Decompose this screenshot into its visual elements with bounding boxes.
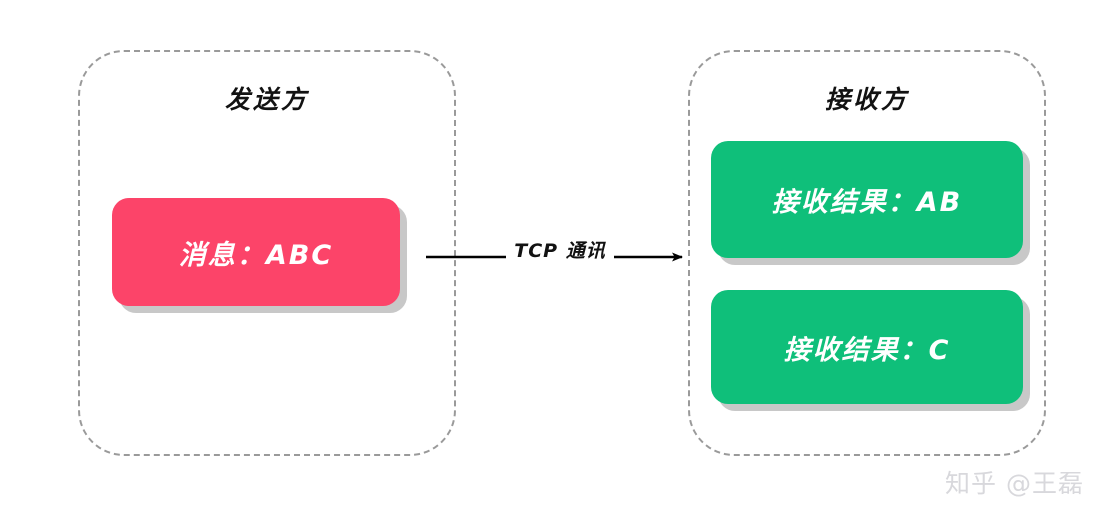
- tcp-connector: TCP 通讯: [424, 228, 696, 288]
- message-card: 消息：ABC: [112, 198, 400, 306]
- connector-label: TCP 通讯: [506, 236, 614, 263]
- sender-title: 发送方: [224, 85, 309, 114]
- receiver-title: 接收方: [824, 85, 909, 114]
- receive-result-card-1: 接收结果：AB: [711, 141, 1023, 258]
- watermark: 知乎 @王磊: [945, 469, 1084, 498]
- receive-result-card-2: 接收结果：C: [711, 290, 1023, 404]
